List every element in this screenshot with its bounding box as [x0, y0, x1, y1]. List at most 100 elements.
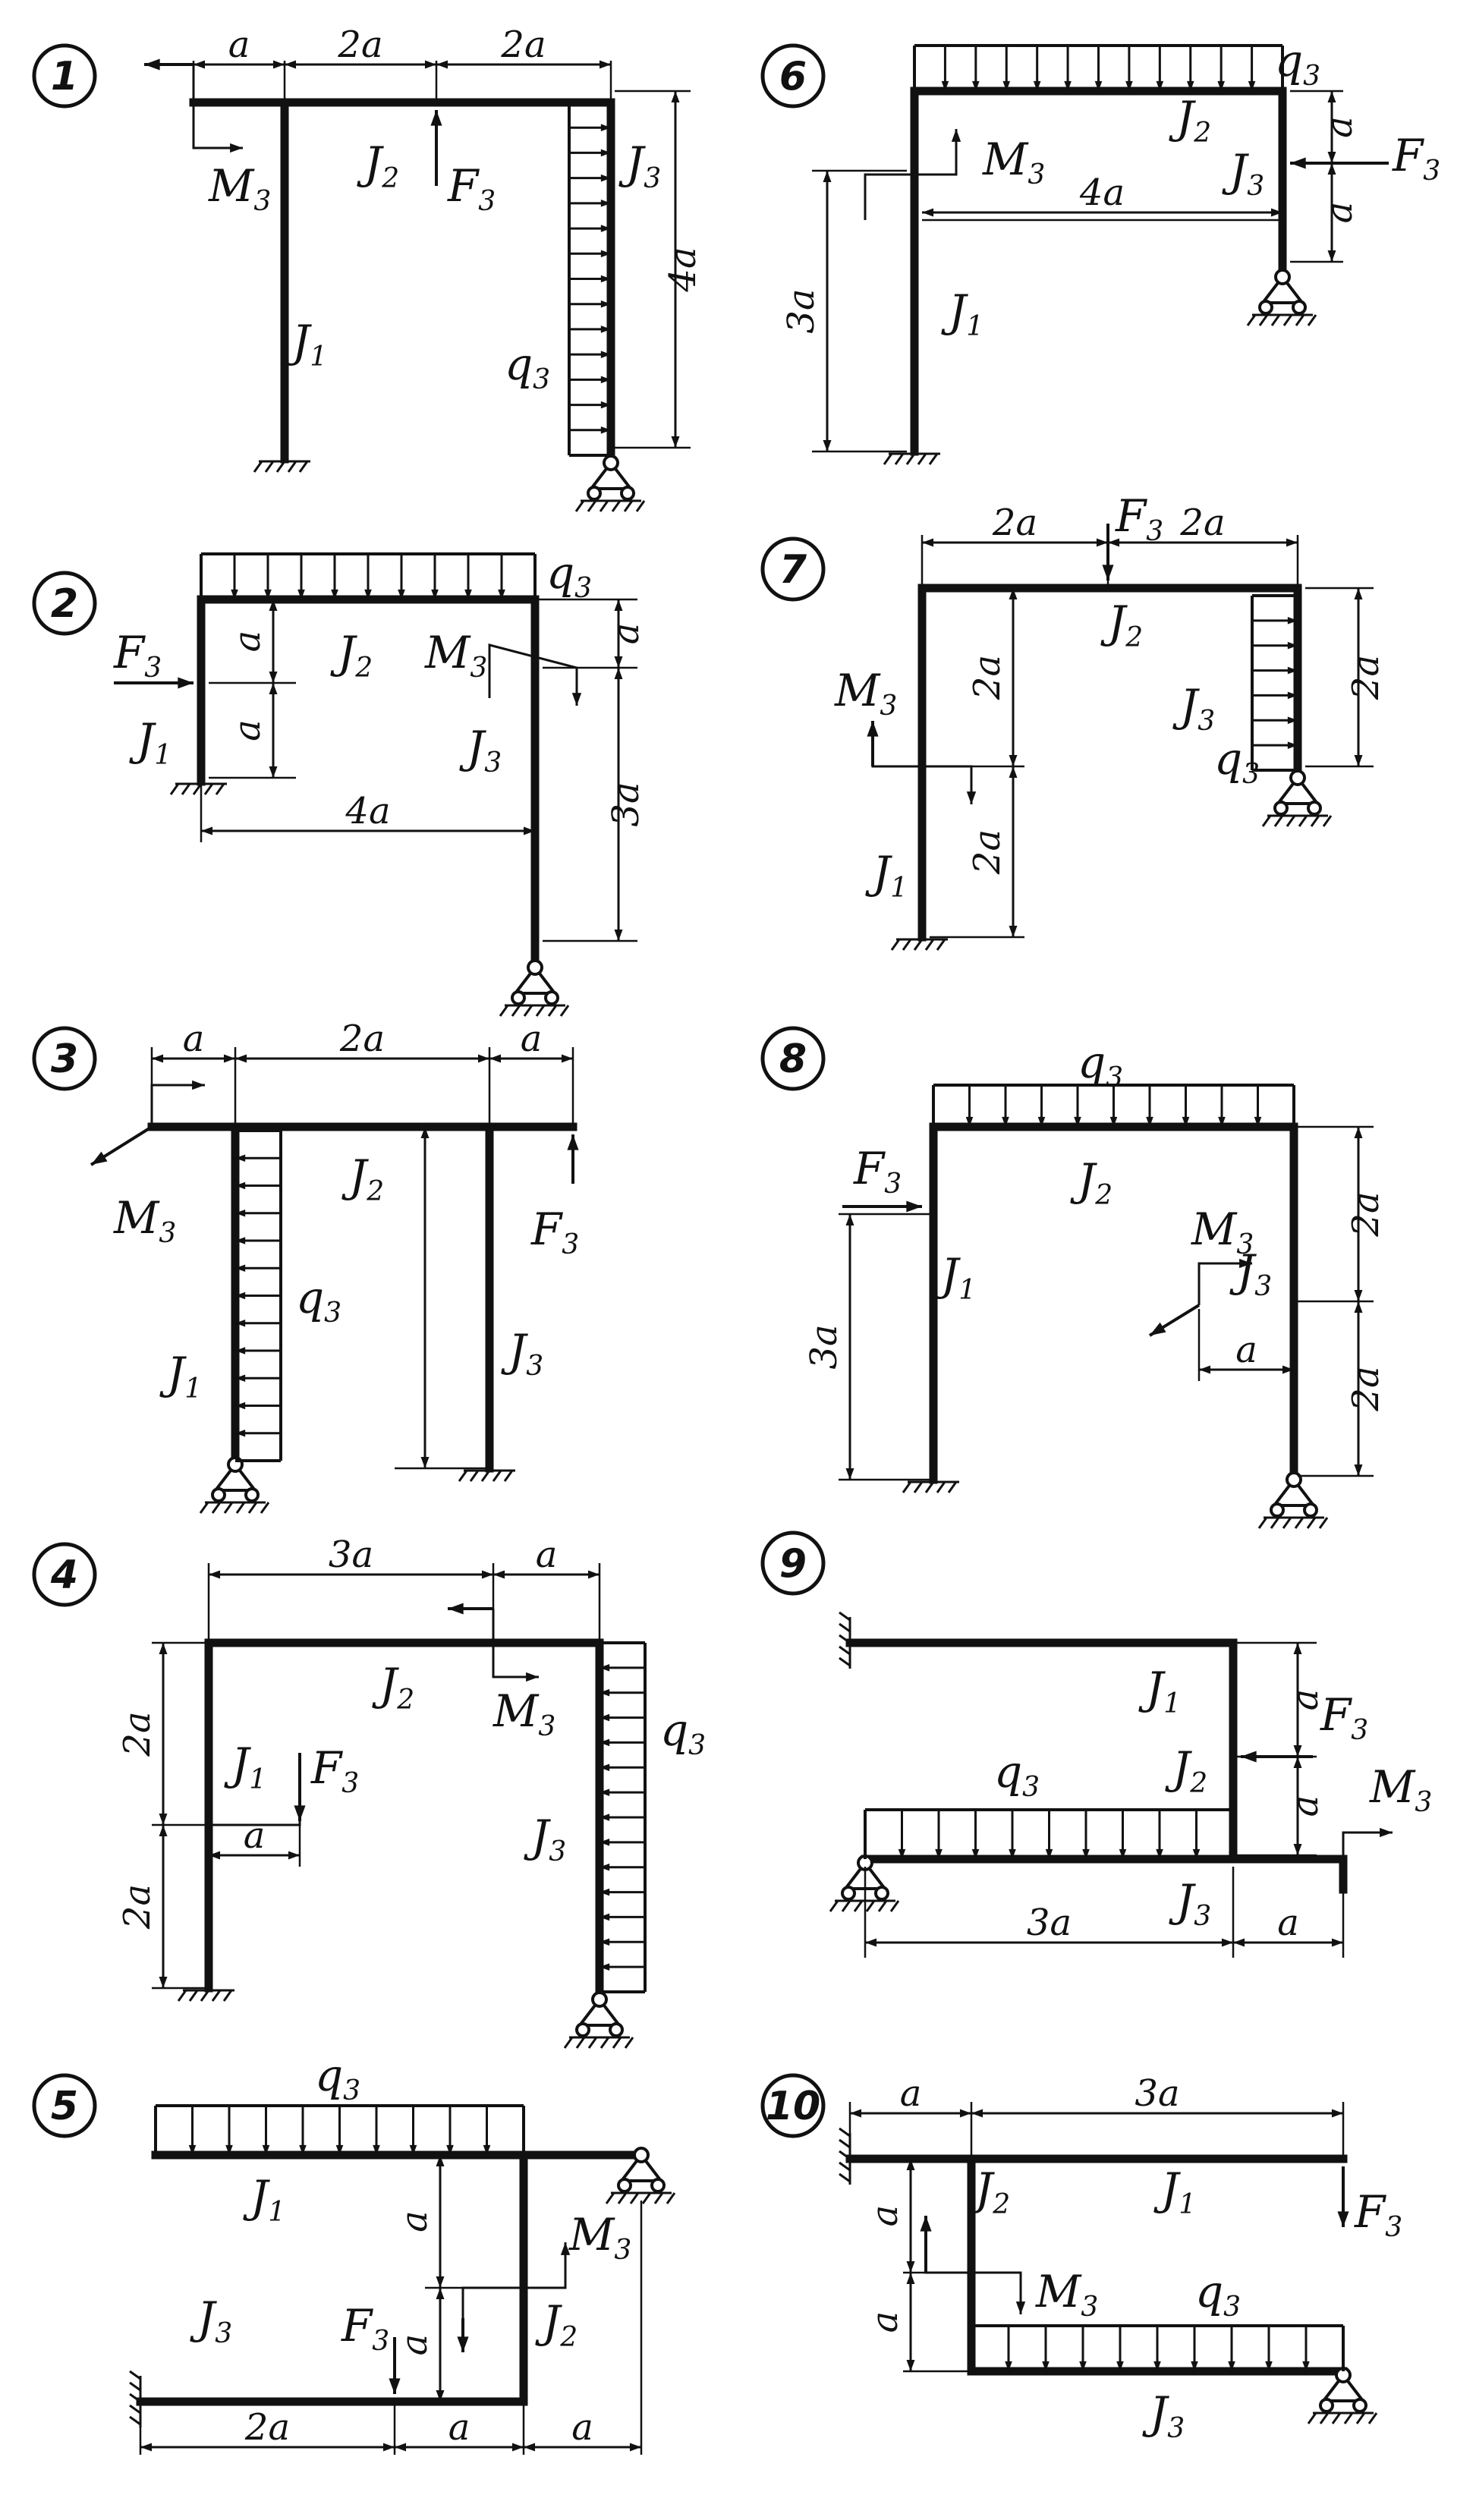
dimension-label: 2a — [500, 24, 546, 66]
scheme-number: 1 — [51, 54, 78, 99]
dimension-label: 3a — [605, 782, 647, 826]
q3-distributed-load — [970, 2324, 1345, 2371]
j1-label: J1 — [243, 2171, 285, 2228]
scheme-number: 8 — [779, 1037, 807, 1082]
f3-label: F3 — [1354, 2186, 1402, 2243]
fixed-support-icon — [890, 938, 949, 952]
j2-label: J2 — [1169, 92, 1211, 149]
scheme-number-circle — [32, 43, 97, 109]
dimension-label: 2a — [1345, 1191, 1387, 1237]
moment-arm-arrow — [867, 721, 879, 766]
j3-label: J3 — [1172, 680, 1215, 737]
scheme-number: 4 — [50, 1553, 78, 1598]
pin-support-icon — [1307, 2367, 1378, 2425]
q3-label: q3 — [660, 1704, 706, 1761]
j2-label: J2 — [341, 1150, 384, 1207]
scheme-number-circle — [760, 536, 826, 602]
pin-support-icon — [1246, 269, 1317, 327]
f3-force-arrow — [1241, 1751, 1313, 1763]
j1-label: J1 — [865, 847, 908, 904]
dimension-label: a — [521, 1018, 543, 1060]
m3-moment-symbol — [924, 2238, 1026, 2314]
moment-arm-arrow — [448, 1603, 493, 1615]
q3-distributed-load — [932, 1084, 1295, 1127]
j3-label: J3 — [1142, 2387, 1185, 2444]
f3-force-arrow — [1290, 157, 1389, 169]
j3-label: J3 — [501, 1325, 543, 1382]
j1-label: J1 — [129, 714, 172, 771]
q3-distributed-load — [864, 1808, 1235, 1859]
j3-label: J3 — [190, 2292, 232, 2349]
pin-support-icon — [199, 1456, 270, 1515]
j2-label: J2 — [357, 137, 399, 194]
dimension-label: a — [183, 1018, 205, 1060]
j2-label: J2 — [1165, 1742, 1207, 1799]
dimension-label: 2a — [1345, 655, 1387, 700]
scheme-number: 5 — [51, 2084, 78, 2129]
f3-force-arrow — [294, 1753, 306, 1821]
f3-label: F3 — [530, 1203, 579, 1260]
dimension-label: 3a — [1027, 1902, 1072, 1944]
m3-label: M3 — [208, 160, 271, 217]
fixed-support-icon — [177, 1989, 236, 2002]
f3-label: F3 — [447, 160, 496, 217]
fixed-support-icon — [253, 460, 312, 473]
fixed-support-icon — [838, 1611, 851, 1670]
j3-label: J3 — [1222, 145, 1264, 202]
f3-label: F3 — [1320, 1689, 1368, 1746]
f3-force-arrow — [1102, 524, 1114, 580]
dimension-label: 2a — [966, 829, 1009, 875]
scheme-number-circle — [760, 43, 826, 109]
f3-force-arrow — [430, 110, 442, 186]
fixed-support-icon — [128, 2370, 142, 2429]
j2-label: J2 — [372, 1659, 414, 1716]
dimension-label: a — [864, 2311, 906, 2333]
j1-label: J1 — [933, 1249, 976, 1306]
dimension-label: 2a — [116, 1711, 159, 1757]
j3-label: J3 — [1169, 1875, 1211, 1932]
q3-label: q3 — [296, 1272, 341, 1329]
moment-arm-arrow — [457, 2318, 469, 2352]
q3-label: q3 — [1195, 2266, 1241, 2323]
dimension-label: a — [605, 623, 647, 645]
dimension-label: a — [536, 1534, 558, 1576]
q3-distributed-load — [235, 1129, 282, 1462]
j3-label: J3 — [1229, 1245, 1272, 1302]
dimension-label: a — [448, 2406, 470, 2449]
dimension-label: a — [244, 1814, 266, 1857]
dimension-label: a — [393, 2334, 436, 2356]
m3-label: M3 — [1369, 1761, 1432, 1818]
dimension-label: 2a — [1179, 502, 1225, 544]
m3-moment-symbol — [488, 643, 582, 706]
dimension-label: a — [864, 2205, 906, 2227]
dimension-label: 2a — [337, 24, 382, 66]
f3-force-arrow — [1337, 2166, 1349, 2227]
dimension-label: 3a — [1135, 2072, 1179, 2115]
dimension-label: a — [900, 2072, 922, 2115]
q3-label: q3 — [315, 2050, 360, 2106]
dimension-label: 2a — [244, 2406, 290, 2449]
dimension-label: 2a — [116, 1884, 159, 1930]
f3-force-arrow — [114, 677, 194, 689]
m3-moment-symbol — [150, 1080, 205, 1127]
m3-moment-symbol — [864, 129, 961, 220]
m3-label: M3 — [113, 1192, 176, 1249]
dimension-label: a — [1284, 1795, 1327, 1817]
j1-label: J1 — [159, 1348, 202, 1405]
fixed-support-icon — [902, 1480, 961, 1494]
j1-label: J1 — [1153, 2163, 1196, 2220]
dimension-label: 4a — [1079, 171, 1125, 214]
dimension-label: 2a — [992, 502, 1037, 544]
m3-label: M3 — [568, 2209, 631, 2266]
j2-label: J2 — [1100, 596, 1143, 653]
j2-label: J2 — [330, 627, 373, 684]
m3-moment-symbol — [492, 1609, 539, 1682]
scheme-number-circle — [760, 2073, 826, 2138]
f3-label: F3 — [310, 1742, 359, 1799]
scheme-number-circle — [32, 571, 97, 636]
dimension-label: a — [571, 2406, 593, 2449]
